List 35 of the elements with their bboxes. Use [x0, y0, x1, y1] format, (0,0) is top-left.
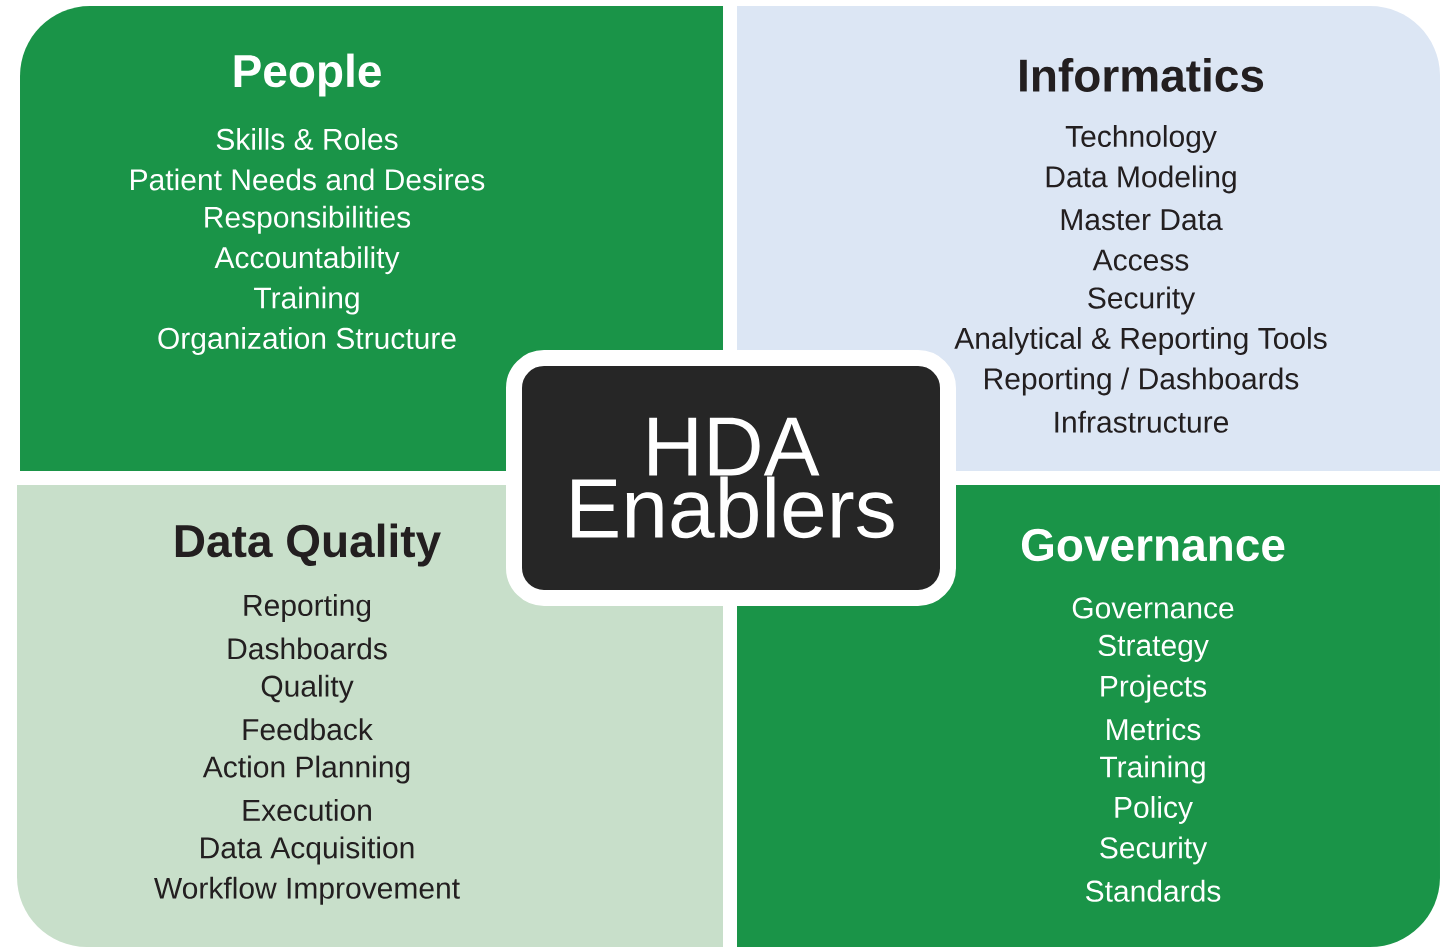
- list-item: Accountability: [214, 246, 400, 275]
- list-item: Organization Structure: [158, 327, 456, 355]
- list-item: Reporting / Dashboards: [985, 367, 1299, 396]
- list-item: Dashboards: [228, 637, 387, 660]
- list-item: Governance: [1072, 597, 1234, 619]
- panel-heading: Data Quality: [175, 523, 441, 567]
- list-item: Training: [254, 286, 359, 315]
- list-item: Master Data: [1061, 209, 1223, 231]
- center-box: HDA Enablers: [506, 350, 956, 606]
- list-item: Projects: [1101, 674, 1207, 703]
- panel-heading: People: [234, 53, 381, 97]
- list-item: Policy: [1115, 796, 1193, 824]
- list-item: Patient Needs and Desires: [131, 168, 485, 191]
- list-item: Execution: [243, 799, 371, 821]
- list-item: Training: [1100, 755, 1205, 784]
- list-item: Responsibilities: [205, 205, 411, 234]
- list-item: Data Modeling: [1046, 165, 1236, 194]
- list-item: Feedback: [243, 718, 373, 741]
- list-item: Data Acquisition: [201, 836, 414, 865]
- list-item: Security: [1088, 286, 1196, 315]
- panel-heading: Governance: [1021, 528, 1285, 562]
- panel-heading: Informatics: [1020, 58, 1264, 92]
- list-item: Reporting: [244, 594, 371, 622]
- list-item: Security: [1100, 836, 1208, 865]
- list-item: Standards: [1086, 879, 1221, 902]
- list-item: Quality: [261, 674, 354, 703]
- list-item: Action Planning: [202, 755, 410, 784]
- list-item: Skills & Roles: [216, 128, 398, 150]
- list-item: Analytical & Reporting Tools: [954, 327, 1327, 355]
- list-item: Strategy: [1098, 634, 1209, 662]
- list-item: Access: [1092, 249, 1189, 271]
- list-item: Infrastructure: [1055, 410, 1229, 433]
- list-item: Workflow Improvement: [154, 876, 460, 905]
- list-item: Metrics: [1107, 718, 1201, 741]
- list-item: Technology: [1065, 125, 1217, 153]
